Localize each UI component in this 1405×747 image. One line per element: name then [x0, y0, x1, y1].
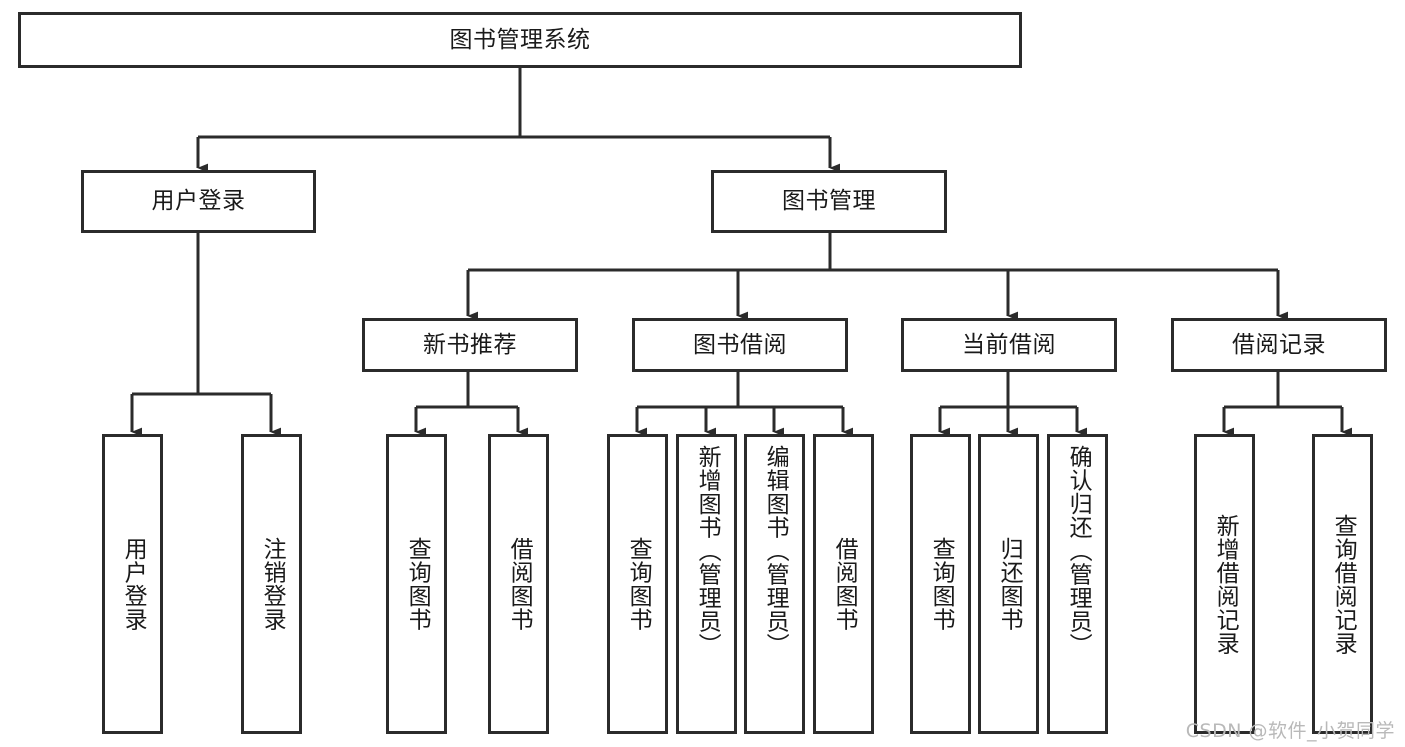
node-current-borrow-label: 当前借阅	[962, 331, 1056, 358]
node-leaf-query-record[interactable]: 查询借阅记录	[1312, 434, 1373, 734]
node-leaf-add-record[interactable]: 新增借阅记录	[1194, 434, 1255, 734]
csdn-watermark: CSDN @软件_小贺同学	[1185, 720, 1395, 742]
node-leaf-user-login[interactable]: 用户登录	[102, 434, 163, 734]
node-root-book-management-system[interactable]: 图书管理系统	[18, 12, 1022, 68]
node-leaf-confirm-return[interactable]: 确认归还（管理员）	[1047, 434, 1108, 734]
node-borrow-record-label: 借阅记录	[1232, 331, 1326, 358]
node-leaf-query-book-1-label: 查询图书	[404, 537, 431, 631]
node-leaf-query-record-label: 查询借阅记录	[1330, 513, 1357, 655]
node-leaf-borrow-book-1[interactable]: 借阅图书	[488, 434, 549, 734]
node-leaf-query-book-2-label: 查询图书	[625, 537, 652, 631]
node-book-borrow[interactable]: 图书借阅	[632, 318, 848, 372]
node-leaf-query-book-2[interactable]: 查询图书	[607, 434, 668, 734]
node-book-management[interactable]: 图书管理	[711, 170, 947, 233]
node-leaf-logout-login-label: 注销登录	[259, 537, 286, 631]
node-leaf-add-book-label: 新增图书（管理员）	[694, 445, 721, 657]
node-root-label: 图书管理系统	[449, 26, 591, 53]
node-new-book-recommend-label: 新书推荐	[423, 331, 517, 358]
node-leaf-borrow-book-2[interactable]: 借阅图书	[813, 434, 874, 734]
node-user-login-label: 用户登录	[151, 188, 246, 215]
node-leaf-borrow-book-1-label: 借阅图书	[506, 537, 533, 631]
node-new-book-recommend[interactable]: 新书推荐	[362, 318, 578, 372]
node-leaf-borrow-book-2-label: 借阅图书	[831, 537, 858, 631]
node-current-borrow[interactable]: 当前借阅	[901, 318, 1117, 372]
node-leaf-query-book-3-label: 查询图书	[928, 537, 955, 631]
node-leaf-confirm-return-label: 确认归还（管理员）	[1065, 445, 1092, 657]
node-leaf-query-book-3[interactable]: 查询图书	[910, 434, 971, 734]
node-leaf-return-book-label: 归还图书	[996, 537, 1023, 631]
node-book-borrow-label: 图书借阅	[693, 331, 787, 358]
node-user-login[interactable]: 用户登录	[81, 170, 316, 233]
node-leaf-return-book[interactable]: 归还图书	[978, 434, 1039, 734]
node-borrow-record[interactable]: 借阅记录	[1171, 318, 1387, 372]
node-leaf-user-login-label: 用户登录	[120, 537, 147, 631]
node-leaf-edit-book-label: 编辑图书（管理员）	[762, 445, 789, 657]
node-leaf-add-record-label: 新增借阅记录	[1212, 513, 1239, 655]
node-leaf-add-book[interactable]: 新增图书（管理员）	[676, 434, 737, 734]
node-leaf-query-book-1[interactable]: 查询图书	[386, 434, 447, 734]
node-book-management-label: 图书管理	[782, 188, 876, 215]
node-leaf-logout-login[interactable]: 注销登录	[241, 434, 302, 734]
node-leaf-edit-book[interactable]: 编辑图书（管理员）	[744, 434, 805, 734]
